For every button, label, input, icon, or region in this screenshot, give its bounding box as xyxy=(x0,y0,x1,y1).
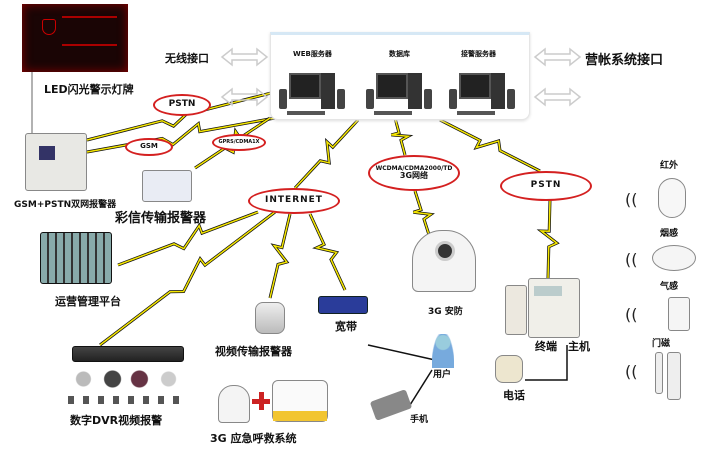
wcdma-label: WCDMA/CDMA2000/TD xyxy=(375,164,453,172)
pstn-cloud-right: PSTN xyxy=(500,171,592,201)
internet-dvr-link-lightning xyxy=(99,211,276,346)
phone-host-link xyxy=(525,345,568,381)
alarm-server-label: 接警服务器 xyxy=(461,50,496,58)
terminal-label: 终端 xyxy=(535,340,557,353)
internet-video-link-lightning xyxy=(269,213,291,299)
broadband-label: 宽带 xyxy=(335,320,357,333)
pstn-cloud-left: PSTN xyxy=(153,94,211,116)
gsm-cloud: GSM xyxy=(125,138,173,156)
emergency-camera xyxy=(218,385,250,423)
3g-label: 3G网络 xyxy=(399,170,429,180)
sign-text-graphic xyxy=(62,16,117,46)
dual-network-alarm-box xyxy=(25,133,87,191)
smoke-label: 烟感 xyxy=(660,229,679,239)
gas-sensor xyxy=(668,297,690,331)
ambulance-icon xyxy=(272,380,328,422)
video-wall-console xyxy=(40,232,112,284)
cloud-label: PSTN xyxy=(530,180,562,191)
web-server-computer-icon xyxy=(279,73,345,119)
pstn-host-link-lightning xyxy=(538,199,559,279)
signal-waves-icon: (( xyxy=(625,305,638,324)
web-server-label: WEB服务器 xyxy=(293,50,332,58)
ambulance-stripe xyxy=(273,411,327,421)
pstn-server-link-lightning xyxy=(439,119,541,172)
interface-arrow xyxy=(220,87,269,107)
3g-ip-camera xyxy=(412,230,476,292)
user-phone-link xyxy=(409,369,433,406)
database-label: 数据库 xyxy=(389,50,410,58)
video-camera-device xyxy=(255,302,285,334)
billing-interface-label: 营帐系统接口 xyxy=(585,53,664,68)
infrared-sensor xyxy=(658,178,686,218)
3g-server-link-lightning xyxy=(391,117,411,156)
server-panel: WEB服务器 数据库 接警服务器 xyxy=(270,32,530,120)
dvr-recorder xyxy=(72,346,184,362)
cloud-label: GPRS/CDMA1X xyxy=(218,138,260,145)
signal-waves-icon: (( xyxy=(625,250,638,269)
internet-broadband-link-lightning xyxy=(309,213,346,291)
mms-alarm-label: 彩信传输报警器 xyxy=(115,211,207,226)
dual-alarm-label: GSM+PSTN双网报警器 xyxy=(14,200,117,210)
interface-arrow xyxy=(533,87,582,107)
gas-label: 气感 xyxy=(660,282,679,292)
gprs-cloud: GPRS/CDMA1X xyxy=(212,134,266,151)
video-alarm-label: 视频传输报警器 xyxy=(215,345,292,358)
internet-cloud: INTERNET xyxy=(248,188,340,214)
mobile-label: 手机 xyxy=(410,415,429,425)
led-sign-label: LED闪光警示灯牌 xyxy=(44,83,134,96)
user-label: 用户 xyxy=(433,370,452,380)
router-device xyxy=(318,296,368,314)
door-magnet-sensor xyxy=(655,352,663,394)
3g-security-label: 3G 安防 xyxy=(428,307,463,317)
cloud-label: GSM xyxy=(140,142,158,151)
infrared-label: 红外 xyxy=(660,161,679,171)
dvr-label: 数字DVR视频报警 xyxy=(70,414,163,427)
internet-server-link-lightning xyxy=(294,119,359,189)
telephone-icon xyxy=(495,355,523,383)
smoke-sensor xyxy=(652,245,696,271)
billing-arrow xyxy=(533,47,582,67)
broadband-user-link xyxy=(367,344,436,361)
led-sign xyxy=(22,4,128,72)
emergency-label: 3G 应急呼救系统 xyxy=(210,432,297,445)
cables-icon xyxy=(68,396,188,404)
shield-icon xyxy=(42,19,56,35)
mms-alarm-device xyxy=(142,170,192,202)
wireless-arrow xyxy=(220,47,269,67)
database-computer-icon xyxy=(366,73,432,119)
alarm-server-computer-icon xyxy=(449,73,515,119)
wireless-interface-label: 无线接口 xyxy=(165,52,209,65)
user-icon xyxy=(432,334,454,368)
cloud-label: PSTN xyxy=(168,99,196,110)
plus-icon xyxy=(252,392,270,410)
phone-label: 电话 xyxy=(503,389,525,402)
keypad-icon xyxy=(39,146,55,160)
lcd-screen xyxy=(534,286,562,296)
signal-waves-icon: (( xyxy=(625,190,638,209)
camera-lens-icon xyxy=(435,241,455,261)
3g-camera-link-lightning xyxy=(413,190,433,239)
host-label: 主机 xyxy=(568,340,590,353)
door-magnet-sensor xyxy=(667,352,681,400)
alarm-host-keypad xyxy=(528,278,580,338)
internet-ops-link-lightning xyxy=(117,211,259,266)
signal-waves-icon: (( xyxy=(625,362,638,381)
cameras-icon xyxy=(70,366,182,392)
cloud-label: INTERNET xyxy=(265,195,323,206)
door-magnet-label: 门磁 xyxy=(652,339,671,349)
ops-platform-label: 运营管理平台 xyxy=(55,295,121,308)
panel-door xyxy=(505,285,527,335)
